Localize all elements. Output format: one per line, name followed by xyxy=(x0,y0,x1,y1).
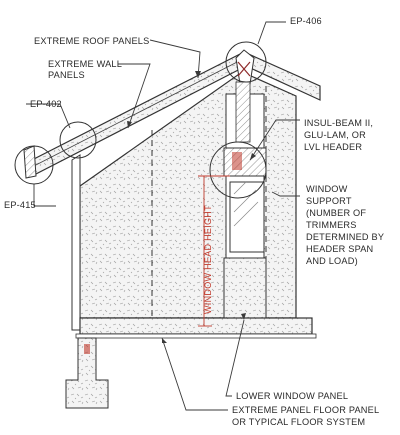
label-support-3: (NUMBER OF xyxy=(306,208,366,218)
label-floor-2: OR TYPICAL FLOOR SYSTEM xyxy=(232,417,365,427)
label-wall-panels-1: EXTREME WALL xyxy=(48,59,122,69)
floor-sill xyxy=(75,333,317,339)
floor-panel xyxy=(79,317,313,335)
ridge-post xyxy=(235,81,251,143)
label-support-5: DETERMINED BY xyxy=(306,232,384,242)
header-core xyxy=(232,152,242,170)
roof-inner-line xyxy=(29,57,246,169)
label-ep415: EP-415 xyxy=(4,200,36,210)
window-glass xyxy=(229,181,265,253)
label-support-6: HEADER SPAN xyxy=(306,244,373,254)
label-header-1: INSUL-BEAM II, xyxy=(304,118,373,128)
left-wall-panel xyxy=(71,154,81,331)
leader-arrows xyxy=(127,71,256,343)
lower-window-panel xyxy=(223,257,267,319)
header-beam xyxy=(223,147,267,177)
leader-lines xyxy=(26,21,300,411)
label-ep406: EP-406 xyxy=(290,16,322,26)
anchor-bolt xyxy=(84,344,90,354)
label-roof-panels: EXTREME ROOF PANELS xyxy=(34,36,149,46)
label-support-7: AND LOAD) xyxy=(306,256,358,266)
label-support-1: WINDOW xyxy=(306,184,348,194)
label-support-4: TRIMMERS xyxy=(306,220,357,230)
label-support-2: SUPPORT xyxy=(306,196,352,206)
label-header-3: LVL HEADER xyxy=(304,142,362,152)
window-head-height-label: WINDOW HEAD HEIGHT xyxy=(203,205,213,314)
detail-circle-ep406 xyxy=(225,41,267,83)
detail-circle-header xyxy=(209,141,267,199)
detail-circle-ep402 xyxy=(59,121,97,159)
label-lower-window-panel: LOWER WINDOW PANEL xyxy=(236,391,348,401)
foundation xyxy=(65,337,109,409)
ridge-fastener xyxy=(237,61,251,77)
eave-block xyxy=(23,145,37,179)
label-ep402: EP-402 xyxy=(30,99,62,109)
label-wall-panels-2: PANELS xyxy=(48,70,85,80)
label-floor-1: EXTREME PANEL FLOOR PANEL xyxy=(232,405,379,415)
label-header-2: GLU-LAM, OR xyxy=(304,130,366,140)
